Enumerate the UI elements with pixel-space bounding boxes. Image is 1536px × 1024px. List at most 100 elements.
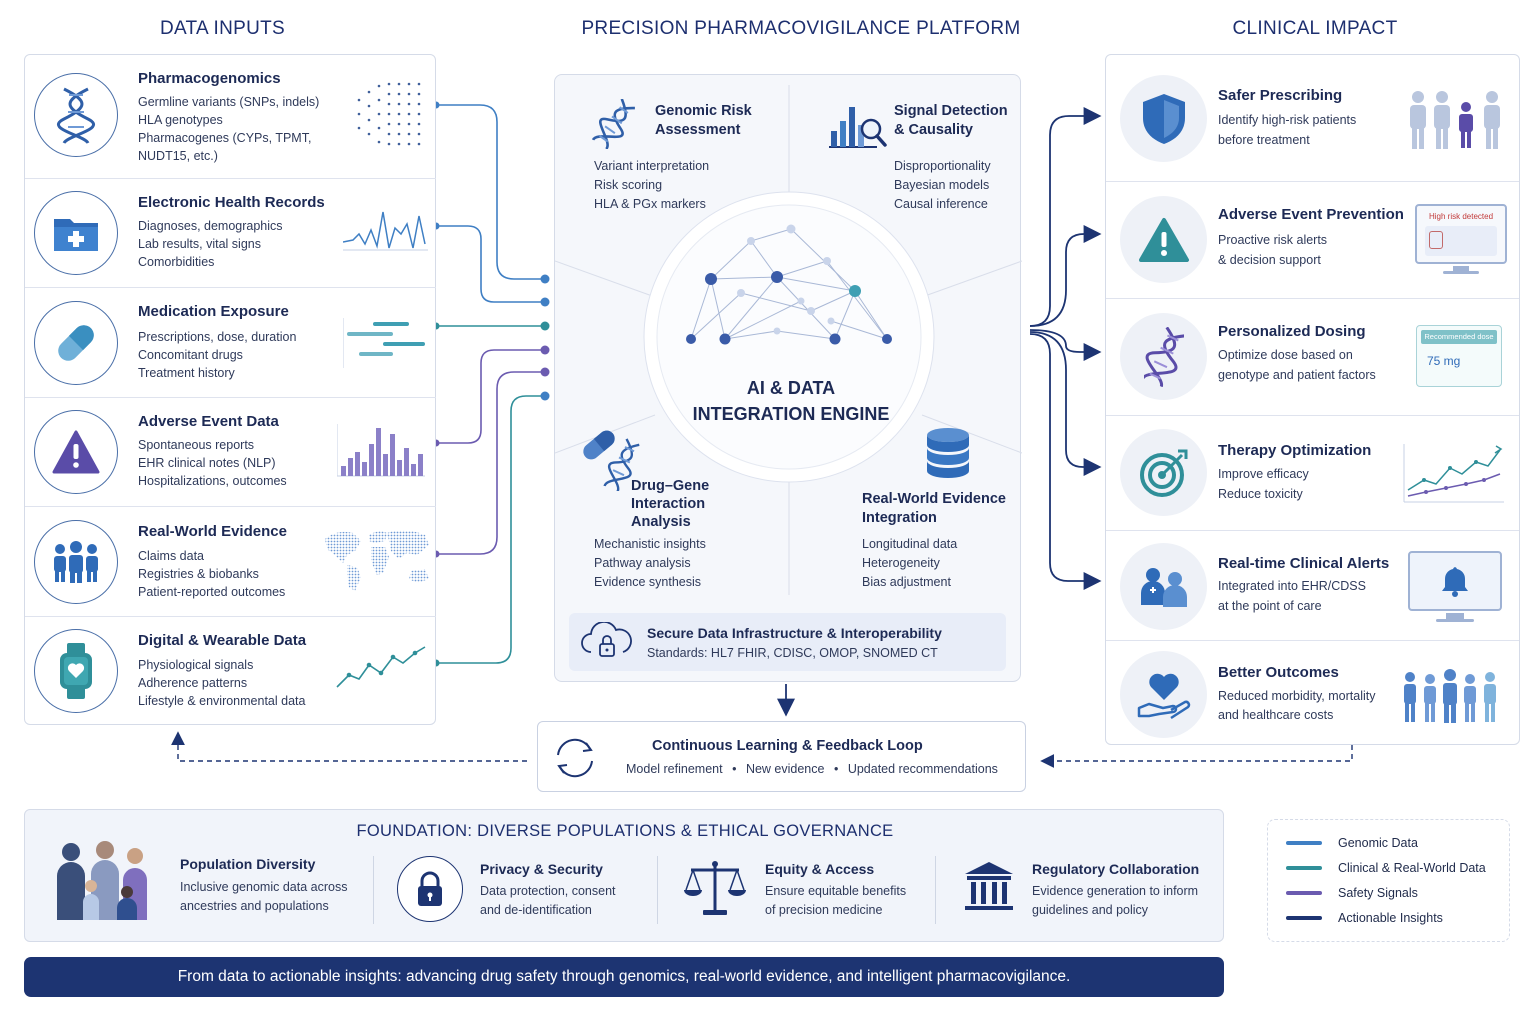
padlock-icon (397, 856, 463, 922)
engine-title: AI & DATA INTEGRATION ENGINE (692, 378, 890, 424)
impact-line: Identify high-risk patients (1218, 113, 1357, 127)
variant-dot-matrix (357, 82, 421, 146)
input-title: Pharmacogenomics (138, 70, 281, 87)
impact-title: Therapy Optimization (1218, 442, 1372, 459)
divider (657, 856, 658, 924)
database-icon (927, 428, 969, 478)
heart-hand-icon (1120, 651, 1207, 738)
impact-line: genotype and patient factors (1218, 368, 1376, 382)
input-line: Patient-reported outcomes (138, 585, 286, 599)
impact-line: Reduced morbidity, mortality (1218, 689, 1376, 703)
loop-separator: • (833, 762, 839, 776)
shield-icon (1120, 75, 1207, 162)
input-line: Lab results, vital signs (138, 237, 261, 251)
input-line: Pharmacogenes (CYPs, TPMT, (138, 131, 312, 145)
loop-items: Model refinement • New evidence • Update… (626, 762, 998, 776)
module-line: Causal inference (894, 197, 988, 211)
legend-swatch (1286, 841, 1322, 845)
input-line: Lifestyle & environmental data (138, 694, 306, 708)
legend-item: Actionable Insights (1286, 909, 1443, 927)
secure-infrastructure-box: Secure Data Infrastructure & Interoperab… (569, 613, 1006, 671)
foundation-item-line: ancestries and populations (180, 899, 329, 913)
module-title-rwe-integration: Real-World Evidence Integration (862, 491, 1006, 526)
legend-label: Safety Signals (1338, 886, 1418, 900)
monitor-stand (1453, 266, 1469, 271)
module-title-genomic-risk: Genomic Risk Assessment (655, 103, 752, 138)
legend: Genomic Data Clinical & Real-World Data … (1267, 819, 1510, 942)
module-line: HLA & PGx markers (594, 197, 706, 211)
divider (373, 856, 374, 924)
module-line: Evidence synthesis (594, 575, 702, 589)
platform-dividers (555, 85, 1022, 595)
input-line: Comorbidities (138, 255, 215, 269)
input-line: Germline variants (SNPs, indels) (138, 95, 320, 109)
alert-monitor: High risk detected (1415, 204, 1507, 264)
loop-item: New evidence (745, 762, 825, 776)
impact-line: Integrated into EHR/CDSS (1218, 579, 1366, 593)
impact-column-title: CLINICAL IMPACT (1232, 18, 1398, 39)
impact-line: Optimize dose based on (1218, 348, 1353, 362)
impact-row-ae-prevention: Adverse Event Prevention Proactive risk … (1106, 182, 1519, 299)
clinical-impact-panel: Safer Prescribing Identify high-risk pat… (1105, 54, 1520, 745)
high-risk-badge: High risk detected (1428, 212, 1494, 221)
bell-icon (1442, 567, 1468, 597)
infra-title: Secure Data Infrastructure & Interoperab… (647, 625, 942, 641)
input-line: Registries & biobanks (138, 567, 259, 581)
foundation-item-title: Regulatory Collaboration (1032, 861, 1200, 877)
impact-line: Improve efficacy (1218, 467, 1309, 481)
warning-icon (1120, 196, 1207, 283)
impact-row-therapy-optimization: Therapy Optimization Improve efficacy Re… (1106, 416, 1519, 531)
module-line: Pathway analysis (594, 556, 691, 570)
impact-row-safer-prescribing: Safer Prescribing Identify high-risk pat… (1106, 55, 1519, 182)
input-line: Claims data (138, 549, 204, 563)
summary-banner: From data to actionable insights: advanc… (24, 957, 1224, 997)
impact-row-clinical-alerts: Real-time Clinical Alerts Integrated int… (1106, 531, 1519, 641)
foundation-item-line: of precision medicine (765, 903, 883, 917)
impact-line: and healthcare costs (1218, 708, 1334, 722)
foundation-item-line: Inclusive genomic data across (180, 880, 348, 894)
dna-icon (1120, 313, 1207, 400)
alert-screen (1408, 551, 1502, 611)
input-line: Diagnoses, demographics (138, 219, 283, 233)
patient-group-icon (1410, 91, 1500, 149)
community-group-icon (1404, 669, 1496, 723)
medical-folder-icon (34, 191, 118, 275)
people-icon (34, 520, 118, 604)
clinicians-icon (1120, 543, 1207, 630)
vital-signs-waveform (343, 211, 428, 251)
input-row-real-world-evidence: Real-World Evidence Claims data Registri… (25, 507, 436, 617)
impact-line: Proactive risk alerts (1218, 233, 1328, 247)
screen-base (1436, 619, 1474, 622)
impact-title: Safer Prescribing (1218, 87, 1343, 104)
impact-title: Adverse Event Prevention (1218, 206, 1404, 223)
platform-column-title: PRECISION PHARMACOVIGILANCE PLATFORM (581, 18, 1021, 39)
foundation-item-title: Privacy & Security (480, 861, 603, 877)
warning-icon (34, 410, 118, 494)
module-line: Bias adjustment (862, 575, 951, 589)
module-line: Disproportionality (894, 159, 991, 173)
module-line: Risk scoring (594, 178, 663, 192)
loop-item: Model refinement (626, 762, 723, 776)
inputs-column-title: DATA INPUTS (159, 18, 286, 39)
dna-icon (591, 99, 635, 149)
data-inputs-panel: Pharmacogenomics Germline variants (SNPs… (24, 54, 436, 725)
impact-row-better-outcomes: Better Outcomes Reduced morbidity, morta… (1106, 641, 1519, 746)
module-title-drug-gene: Drug–Gene Interaction Analysis (631, 478, 710, 530)
input-title: Electronic Health Records (138, 194, 325, 211)
module-title-signal-detection: Signal Detection & Causality (894, 103, 1008, 138)
input-line: Hospitalizations, outcomes (138, 474, 287, 488)
dose-card-label: Recommended dose (1421, 330, 1497, 344)
impact-row-personalized-dosing: Personalized Dosing Optimize dose based … (1106, 299, 1519, 416)
dose-card-value: 75 mg (1427, 354, 1461, 368)
pill-dna-icon (583, 430, 640, 491)
adverse-event-bars (337, 424, 425, 477)
input-title: Real-World Evidence (138, 523, 287, 540)
loop-title: Continuous Learning & Feedback Loop (652, 738, 923, 754)
government-building-icon (965, 862, 1013, 910)
input-line: Concomitant drugs (138, 348, 243, 362)
population-diversity-icon (57, 841, 147, 920)
world-map-icon (325, 530, 429, 591)
cloud-lock-icon (581, 622, 632, 657)
input-line: HLA genotypes (138, 113, 223, 127)
exposure-timeline (343, 318, 425, 368)
